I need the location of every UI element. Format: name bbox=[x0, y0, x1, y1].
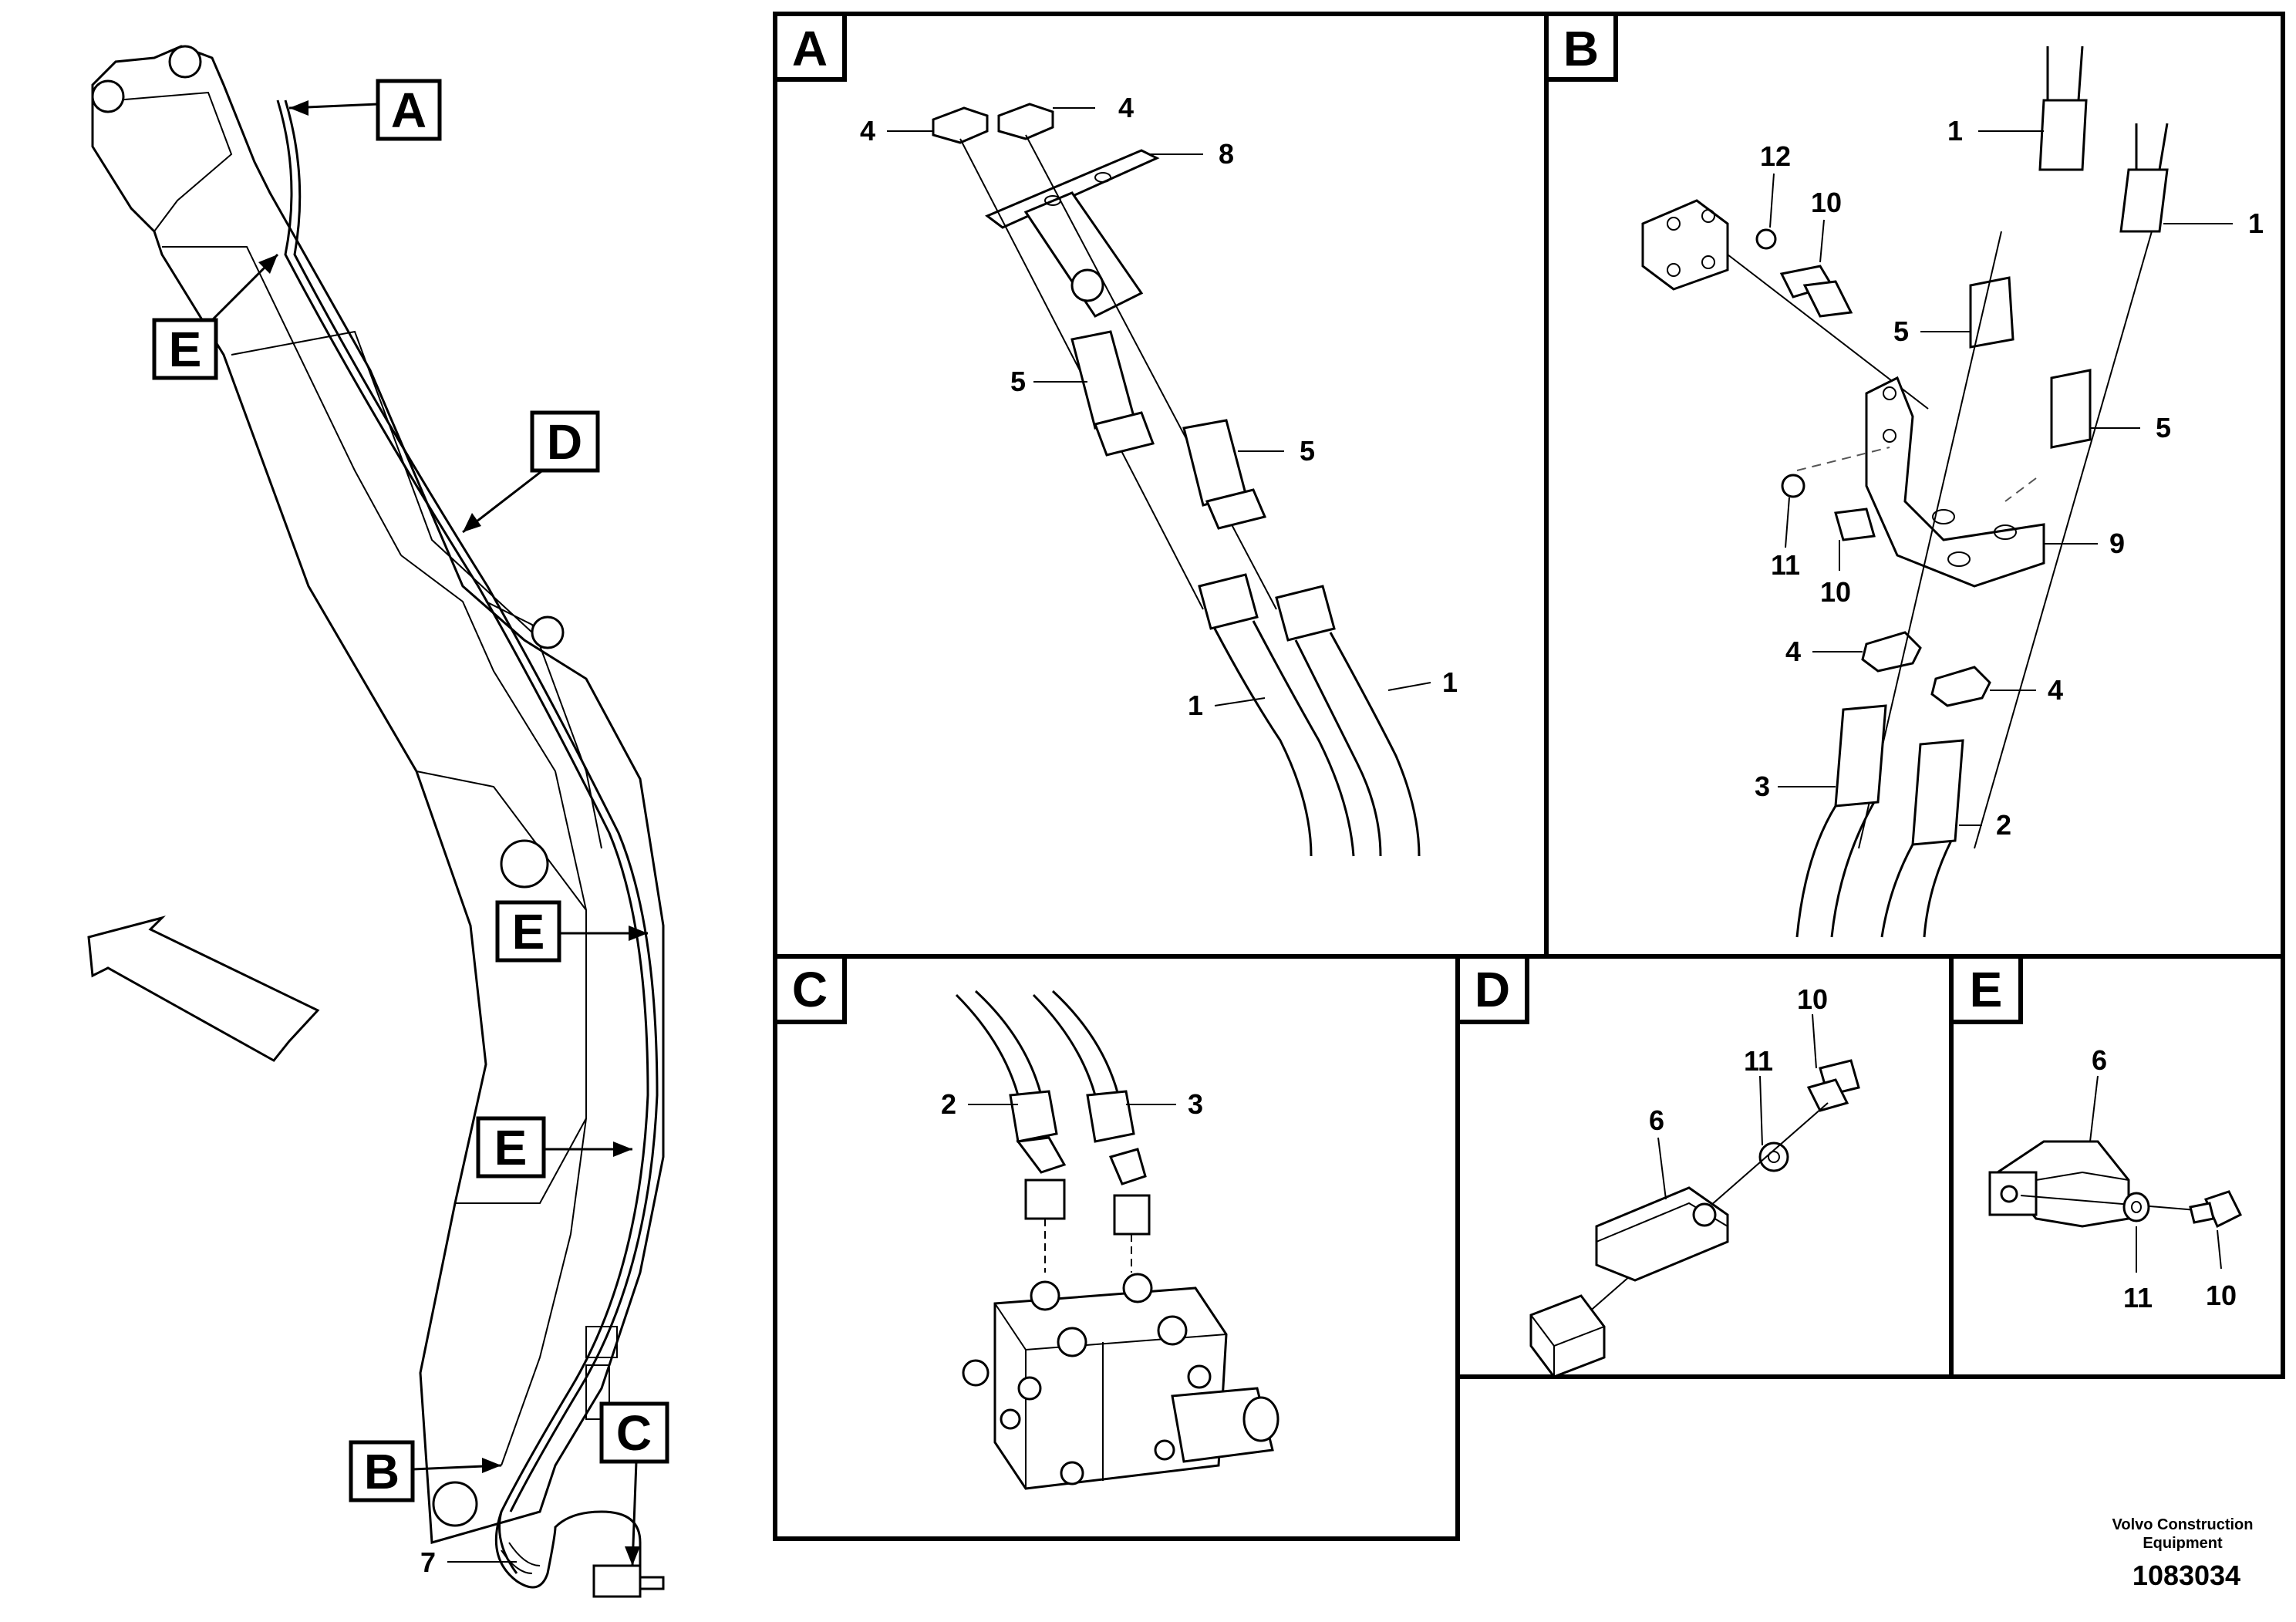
bracket-8 bbox=[985, 149, 1160, 229]
callout-d[interactable]: D bbox=[462, 410, 600, 534]
panel-d-tab: D bbox=[1455, 954, 1529, 1024]
callout-d-letter: D bbox=[547, 414, 582, 470]
svg-text:12: 12 bbox=[1760, 140, 1791, 172]
callout-e-top[interactable]: E bbox=[152, 253, 279, 380]
svg-text:11: 11 bbox=[1744, 1045, 1773, 1077]
boom-pin-bottom bbox=[432, 1481, 478, 1527]
svg-text:1: 1 bbox=[1947, 115, 1963, 147]
adapter-5-b-right bbox=[2050, 369, 2092, 449]
svg-text:11: 11 bbox=[2123, 1282, 2153, 1313]
callout-e-low-letter: E bbox=[494, 1120, 528, 1175]
washer-11 bbox=[1781, 474, 1805, 498]
svg-text:10: 10 bbox=[1797, 983, 1828, 1015]
callout-b[interactable]: B bbox=[349, 1440, 502, 1502]
svg-text:1: 1 bbox=[1442, 666, 1458, 698]
svg-text:9: 9 bbox=[2109, 528, 2125, 559]
svg-text:3: 3 bbox=[1188, 1088, 1203, 1120]
nut-4-right bbox=[997, 103, 1054, 140]
callout-e-mid[interactable]: E bbox=[495, 900, 648, 963]
drawing-number: 1083034 bbox=[2132, 1560, 2240, 1591]
svg-text:C: C bbox=[792, 962, 828, 1017]
bracket-9 bbox=[1865, 376, 2045, 588]
callout-a-letter: A bbox=[391, 83, 426, 138]
swivel-nut-left bbox=[1024, 1179, 1066, 1220]
panel-e-frame bbox=[1949, 954, 2285, 1379]
svg-text:4: 4 bbox=[1118, 92, 1134, 123]
direction-arrow bbox=[87, 916, 320, 1062]
nut-4-b-right bbox=[1930, 666, 1991, 707]
svg-text:4: 4 bbox=[2048, 674, 2063, 706]
panel-b-tab: B bbox=[1544, 12, 1618, 82]
boom-pin-top-right bbox=[168, 45, 202, 79]
callout-c-letter: C bbox=[616, 1405, 652, 1461]
washer-12 bbox=[1755, 228, 1777, 250]
callout-e-top-letter: E bbox=[169, 322, 202, 377]
svg-text:5: 5 bbox=[1010, 366, 1026, 397]
boom-pin-mid-right bbox=[531, 615, 565, 649]
swivel-nut-right bbox=[1113, 1194, 1151, 1236]
hose-fitting-1-right bbox=[1275, 585, 1336, 642]
hose-fitting-3 bbox=[1834, 704, 1887, 808]
svg-text:5: 5 bbox=[1893, 315, 1909, 347]
svg-text:2: 2 bbox=[941, 1088, 956, 1120]
panel-a-drawing: 4 4 8 5 5 1 1 bbox=[860, 92, 1458, 857]
mounting-plate bbox=[1641, 199, 1729, 291]
svg-text:10: 10 bbox=[1811, 187, 1842, 218]
hose-fitting-2-c bbox=[1009, 1090, 1058, 1143]
panel-e-drawing: 6 11 10 bbox=[1988, 1044, 2243, 1313]
svg-text:B: B bbox=[1563, 21, 1599, 76]
callout-e-low[interactable]: E bbox=[476, 1116, 632, 1179]
boom-pin-center bbox=[500, 839, 549, 889]
boom-pin-top-left bbox=[91, 79, 125, 113]
svg-text:4: 4 bbox=[860, 115, 875, 147]
svg-text:11: 11 bbox=[1771, 549, 1800, 581]
svg-text:6: 6 bbox=[1649, 1104, 1664, 1136]
panel-e-tab: E bbox=[1949, 954, 2023, 1024]
callout-a[interactable]: A bbox=[288, 79, 442, 141]
adapter-5-b-left bbox=[1969, 276, 2014, 349]
svg-text:5: 5 bbox=[1300, 435, 1315, 467]
svg-text:8: 8 bbox=[1219, 138, 1234, 170]
callout-b-letter: B bbox=[364, 1444, 400, 1499]
panel-c-drawing: 2 3 bbox=[941, 990, 1279, 1490]
svg-text:1: 1 bbox=[2248, 207, 2264, 239]
hose-fitting-1-left bbox=[1198, 573, 1259, 630]
hose-fitting-3-c bbox=[1086, 1090, 1135, 1143]
svg-text:D: D bbox=[1475, 962, 1510, 1017]
svg-text:7: 7 bbox=[420, 1546, 436, 1578]
svg-text:10: 10 bbox=[2206, 1280, 2237, 1311]
panel-c-tab: C bbox=[773, 954, 847, 1024]
svg-text:A: A bbox=[792, 21, 828, 76]
svg-text:2: 2 bbox=[1996, 809, 2011, 841]
panel-b-drawing: 1 1 12 10 5 5 9 11 10 4 4 3 2 bbox=[1641, 46, 2264, 938]
mount-block-d bbox=[1529, 1294, 1606, 1378]
callout-c[interactable]: C bbox=[599, 1401, 669, 1566]
boom-overview bbox=[87, 45, 665, 1598]
part-label-7: 7 bbox=[420, 1546, 517, 1578]
footer: Volvo Construction Equipment 1083034 bbox=[2112, 1516, 2254, 1591]
hose-fitting-2 bbox=[1911, 739, 1964, 846]
overview-valve-block bbox=[592, 1564, 642, 1598]
brand-line-2: Equipment bbox=[2143, 1535, 2223, 1552]
svg-text:4: 4 bbox=[1785, 636, 1801, 667]
svg-text:6: 6 bbox=[2092, 1044, 2107, 1076]
callout-e-mid-letter: E bbox=[512, 904, 545, 959]
svg-text:5: 5 bbox=[2156, 412, 2171, 443]
nut-4-left bbox=[932, 106, 989, 144]
adapter-5-left bbox=[1070, 330, 1135, 430]
panel-d-drawing: 10 11 6 bbox=[1529, 983, 1860, 1378]
panel-a-tab: A bbox=[773, 12, 847, 82]
washer-11-d bbox=[1758, 1141, 1789, 1172]
bolt-10-bottom bbox=[1834, 508, 1876, 541]
svg-text:10: 10 bbox=[1820, 576, 1851, 608]
svg-text:1: 1 bbox=[1188, 690, 1203, 721]
nut-4-b-left bbox=[1861, 631, 1922, 673]
panel-a-frame bbox=[773, 12, 1549, 959]
svg-text:E: E bbox=[1970, 962, 2003, 1017]
brand-line-1: Volvo Construction bbox=[2112, 1516, 2254, 1533]
washer-11-e bbox=[2122, 1192, 2150, 1222]
svg-text:3: 3 bbox=[1755, 771, 1770, 802]
adapter-5-right bbox=[1182, 419, 1247, 507]
